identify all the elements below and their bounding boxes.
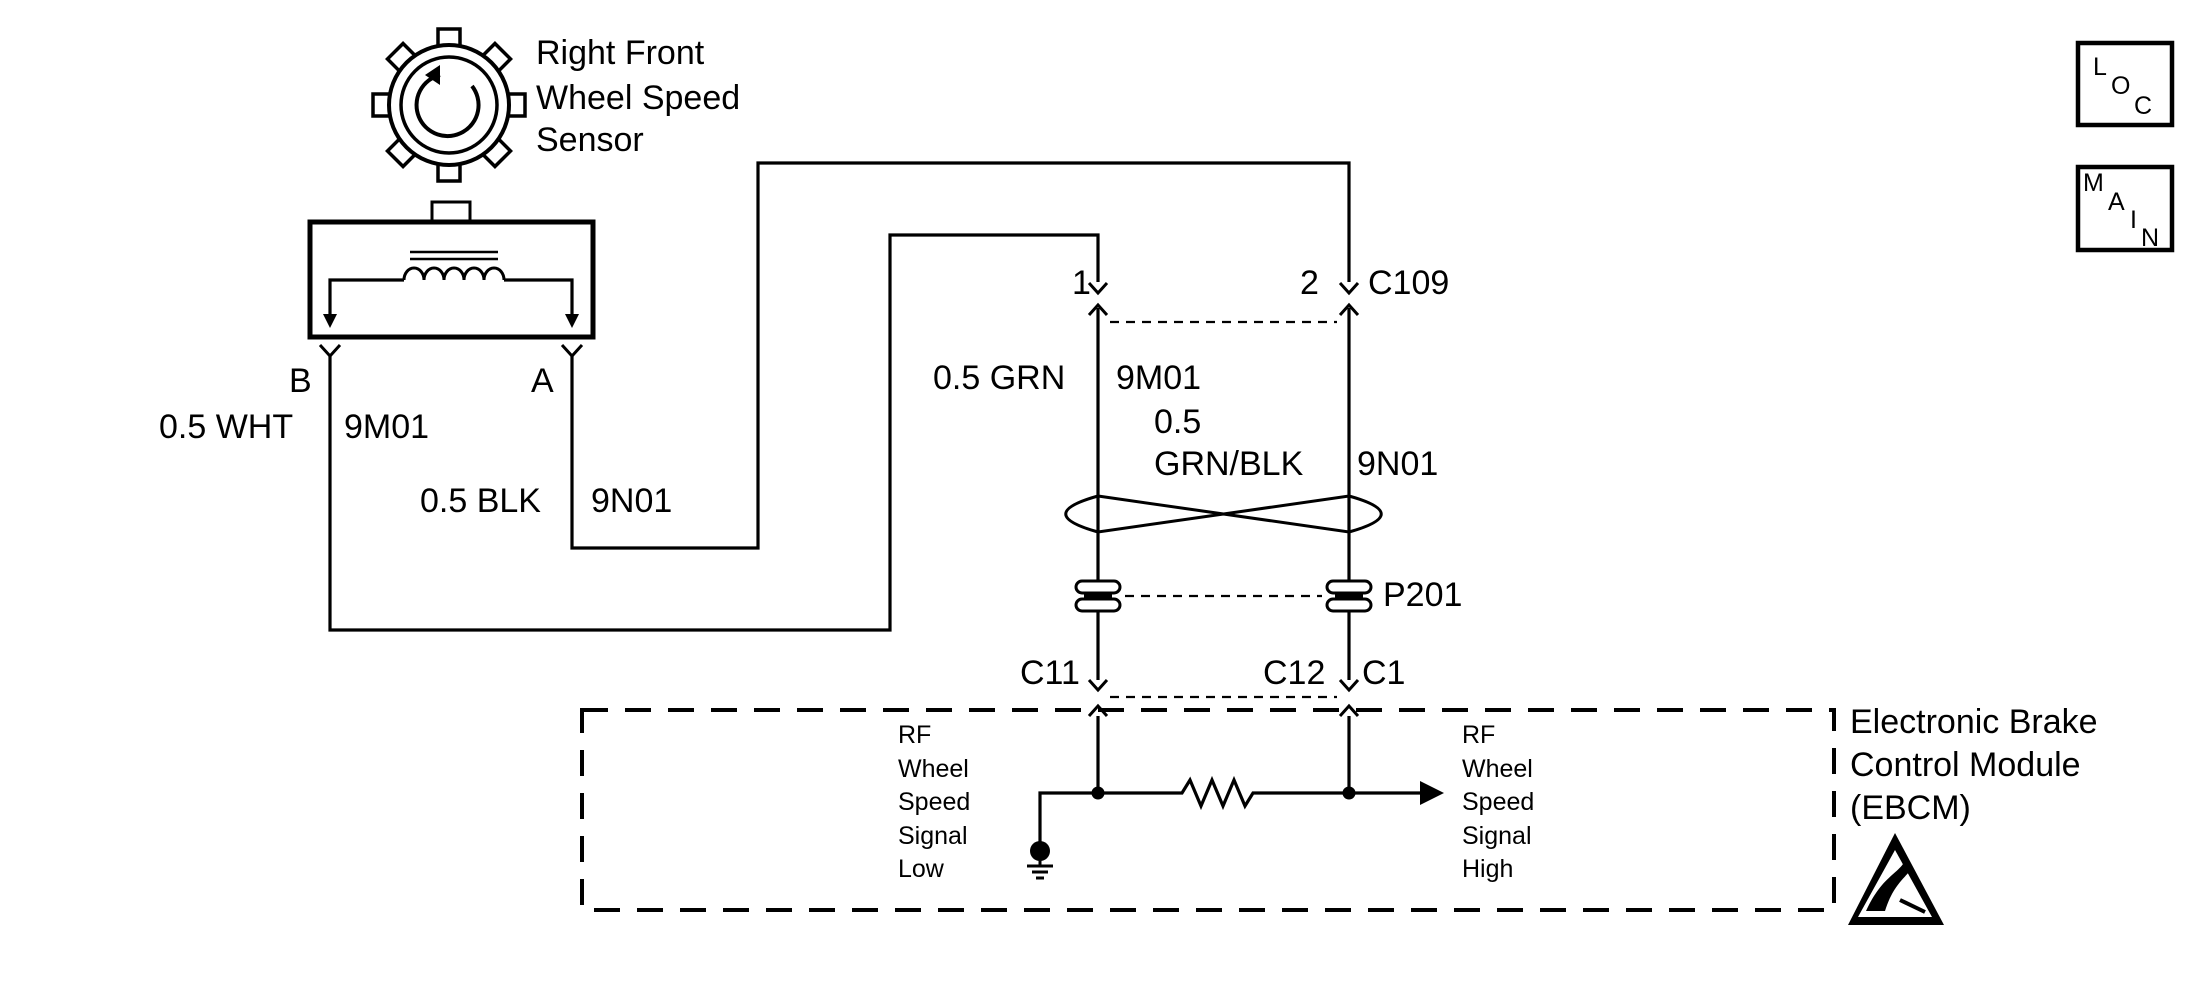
wire-grn-color-label: 0.5 GRN <box>933 359 1065 397</box>
esd-sensitive-icon <box>1848 833 1944 925</box>
pin-2-label: 2 <box>1300 264 1319 302</box>
sensor-terminal-b-fork <box>318 343 342 359</box>
ebcm-module-boundary <box>580 708 1836 912</box>
signal-low-line-5: Low <box>898 855 945 883</box>
module-name-line-2: Control Module <box>1850 746 2081 784</box>
connector-c1-label: C1 <box>1362 654 1405 692</box>
sensor-housing <box>307 200 596 340</box>
signal-low-line-4: Signal <box>898 822 968 850</box>
loc-button-letter-2: O <box>2111 72 2130 100</box>
sensor-terminal-a-fork <box>560 343 584 359</box>
grommet-p201-right <box>1325 579 1373 613</box>
main-button[interactable]: M A I N <box>2075 164 2175 253</box>
module-name-line-3: (EBCM) <box>1850 789 1971 827</box>
wire-wht-color-label: 0.5 WHT <box>159 408 293 446</box>
wire-blk-circuit-label: 9N01 <box>591 482 672 520</box>
wire-wht-9m01 <box>328 233 1100 632</box>
ebcm-internal-circuit <box>1038 716 1444 846</box>
wire-blk-9n01 <box>570 161 1351 550</box>
wire-wht-circuit-label: 9M01 <box>344 408 429 446</box>
connector-c12-label: C12 <box>1263 654 1325 692</box>
wire-grnblk-color-label-2: GRN/BLK <box>1154 445 1304 483</box>
sensor-title-line-1: Right Front <box>536 34 705 72</box>
signal-low-line-3: Speed <box>898 788 970 816</box>
connector-c109-label: C109 <box>1368 264 1449 302</box>
sensor-terminal-a-label: A <box>531 362 554 400</box>
connector-c109-pin-1 <box>1087 281 1109 317</box>
connector-c11 <box>1087 678 1109 718</box>
wire-blk-color-label: 0.5 BLK <box>420 482 541 520</box>
wire-grnblk-color-label-1: 0.5 <box>1154 403 1201 441</box>
connector-c11-label: C11 <box>1020 654 1080 692</box>
signal-high-line-4: Signal <box>1462 822 1532 850</box>
connector-c12 <box>1338 678 1360 718</box>
main-button-letter-1: M <box>2083 169 2104 197</box>
loc-button[interactable]: L O C <box>2075 40 2175 128</box>
grommet-p201-label: P201 <box>1383 576 1462 614</box>
signal-high-line-5: High <box>1462 855 1513 883</box>
connector-c109-pin-2 <box>1338 281 1360 317</box>
signal-high-line-3: Speed <box>1462 788 1534 816</box>
sensor-title-line-2: Wheel Speed <box>536 79 740 117</box>
sensor-terminal-b-label: B <box>289 362 312 400</box>
wire-grn-circuit-label: 9M01 <box>1116 359 1201 397</box>
loc-button-letter-1: L <box>2093 53 2107 81</box>
signal-low-line-2: Wheel <box>898 755 969 783</box>
sensor-title-line-3: Sensor <box>536 121 644 159</box>
ground-icon <box>1027 841 1053 880</box>
pin-1-label: 1 <box>1072 264 1091 302</box>
loc-button-letter-3: C <box>2134 92 2152 120</box>
wire-grnblk-circuit-label: 9N01 <box>1357 445 1438 483</box>
wheel-speed-sensor-gear-icon <box>371 27 527 183</box>
main-button-letter-3: I <box>2130 206 2137 234</box>
signal-low-line-1: RF <box>898 721 931 749</box>
signal-high-line-2: Wheel <box>1462 755 1533 783</box>
module-name-line-1: Electronic Brake <box>1850 703 2098 741</box>
twisted-pair-symbol <box>1064 494 1383 534</box>
signal-high-line-1: RF <box>1462 721 1495 749</box>
main-button-letter-2: A <box>2108 188 2125 216</box>
grommet-p201-left <box>1074 579 1122 613</box>
main-button-letter-4: N <box>2141 224 2159 252</box>
